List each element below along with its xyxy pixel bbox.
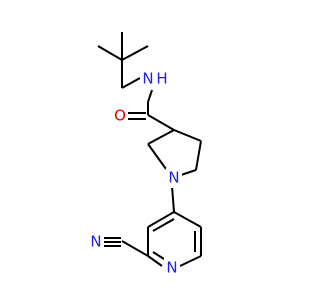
bond-n1-to-pyridine (171, 185, 175, 213)
bond-ring-c2-c3 (147, 129, 175, 145)
bond-pyr-c3-c4 (147, 211, 175, 228)
bond-pyr-c6-n (179, 255, 202, 267)
bond-nh-to-carbonyl (147, 89, 153, 103)
bond-tbu-methyl-right (121, 45, 149, 61)
bond-carbonyl-to-ring (147, 114, 175, 131)
bond-tbu-methyl-left (97, 45, 123, 61)
amide-nitrogen-label: N (142, 70, 153, 88)
bond-tbu-to-nh (121, 77, 141, 89)
structure-canvas: N H O N N N (90, 32, 202, 277)
bond-pyr-c4-c5 (173, 211, 202, 228)
bond-ring-n1-c2 (147, 143, 167, 170)
bond-ring-c4-c5 (195, 140, 202, 171)
bond-pyr-c3-c4-inner (152, 218, 175, 232)
bond-c2-to-nitrile (121, 240, 149, 257)
bond-pyr-n-c2 (147, 255, 163, 267)
nitrile-nitrogen-label: N (90, 233, 101, 251)
bond-ring-c3-c4 (173, 129, 202, 142)
pyridine-nitrogen-label: N (166, 259, 177, 277)
carbonyl-oxygen-label: O (114, 107, 126, 125)
molecule-drawing: N H O N N N (90, 32, 202, 277)
amide-hydrogen-label: H (156, 70, 167, 88)
bond-pyr-n-c2-inner (152, 251, 165, 260)
pyrrolidine-nitrogen-label: N (168, 169, 179, 187)
